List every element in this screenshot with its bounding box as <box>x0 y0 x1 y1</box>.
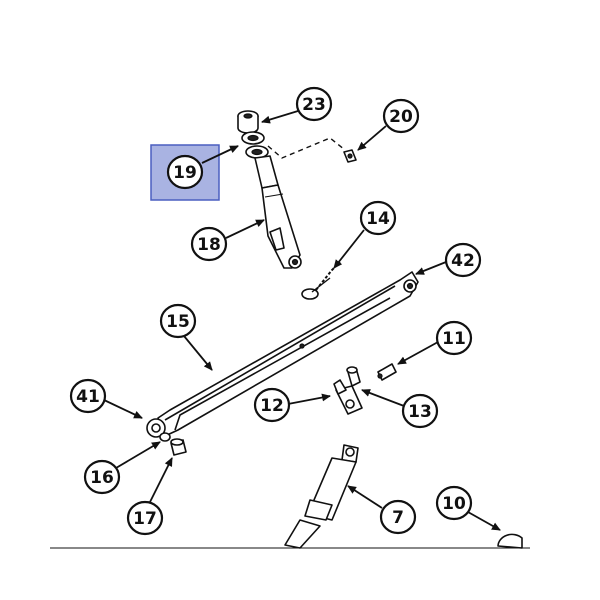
svg-text:10: 10 <box>442 494 466 514</box>
leader-17 <box>149 457 173 503</box>
leader-13 <box>361 389 405 407</box>
callout-12: 12 <box>253 387 291 423</box>
part-20-guide-line <box>267 137 346 159</box>
callout-13: 13 <box>401 393 439 429</box>
svg-text:42: 42 <box>451 251 475 271</box>
part-23-bushing <box>237 110 259 134</box>
part-14-pin <box>301 261 341 300</box>
part-15-lower-link <box>146 271 419 438</box>
callout-7: 7 <box>379 499 417 535</box>
svg-text:11: 11 <box>442 329 466 349</box>
leader-20 <box>357 125 387 151</box>
part-10-clip <box>497 533 523 549</box>
svg-text:41: 41 <box>76 387 100 407</box>
svg-text:18: 18 <box>197 235 221 255</box>
part-17-bushing <box>170 438 187 456</box>
svg-text:15: 15 <box>166 312 190 332</box>
part-19-washers <box>241 131 269 159</box>
leader-14 <box>333 229 365 269</box>
callout-16: 16 <box>83 459 121 495</box>
leader-11 <box>397 341 439 365</box>
callout-42: 42 <box>444 242 482 278</box>
part-11-fitting <box>377 363 397 381</box>
svg-text:17: 17 <box>133 509 157 529</box>
leader-16 <box>115 441 161 469</box>
callout-17: 17 <box>126 500 164 536</box>
callout-23: 23 <box>295 86 333 122</box>
leader-19 <box>201 145 239 164</box>
leader-12 <box>287 393 331 405</box>
part-20-screw <box>343 149 357 163</box>
leader-15 <box>183 335 213 371</box>
callout-11: 11 <box>435 320 473 356</box>
part-16-ring <box>159 432 171 442</box>
callout-15: 15 <box>159 303 197 339</box>
part-13-clevis <box>346 366 361 387</box>
leader-10 <box>467 511 501 531</box>
callout-18: 18 <box>190 226 228 262</box>
svg-text:13: 13 <box>408 402 432 422</box>
leader-23 <box>261 110 299 124</box>
callout-19[interactable]: 19 <box>166 154 204 190</box>
svg-text:12: 12 <box>260 396 284 416</box>
part-12-bracket <box>333 379 363 415</box>
leader-18 <box>225 219 265 239</box>
svg-text:23: 23 <box>302 95 326 115</box>
svg-text:19: 19 <box>173 163 197 183</box>
svg-text:20: 20 <box>389 107 413 127</box>
leader-41 <box>103 399 143 419</box>
svg-text:16: 16 <box>90 468 114 488</box>
svg-text:7: 7 <box>392 508 404 528</box>
callout-10: 10 <box>435 485 473 521</box>
leader-42 <box>415 261 447 275</box>
leader-7 <box>347 485 383 509</box>
svg-text:14: 14 <box>366 209 390 229</box>
part-7-leveling-rod <box>284 444 359 549</box>
part-18-lift-rod <box>254 155 302 269</box>
callout-41: 41 <box>69 378 107 414</box>
callout-20: 20 <box>382 98 420 134</box>
callout-14: 14 <box>359 200 397 236</box>
